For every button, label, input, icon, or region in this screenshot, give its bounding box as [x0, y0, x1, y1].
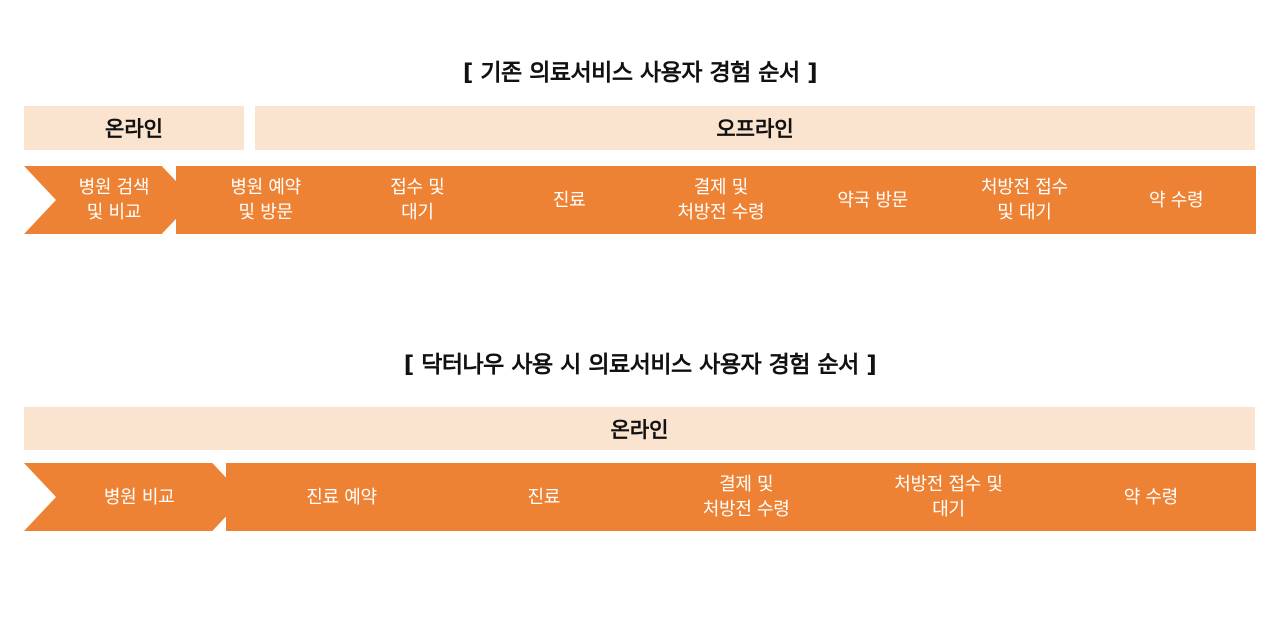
- flow-2-step-6-label: 약 수령: [1123, 486, 1179, 508]
- flow-2-step-3: 진료: [428, 463, 649, 531]
- flow-2-step-5-label: 처방전 접수 및 대기: [894, 474, 1003, 520]
- flow-1-step-8-label: 약 수령: [1149, 189, 1204, 211]
- flow-1-step-2-label: 병원 예약 및 방문: [230, 177, 301, 223]
- flow-diagram-1: 병원 검색 및 비교 병원 예약 및 방문 접수 및 대기 진료 결제 및 처방…: [24, 166, 1256, 234]
- flow-2-step-2: 진료 예약: [226, 463, 447, 531]
- flow-1-step-5-label: 결제 및 처방전 수령: [677, 177, 765, 223]
- flow-1-step-8: 약 수령: [1086, 166, 1256, 234]
- band-online-2: 온라인: [24, 407, 1255, 450]
- band-offline-1: 오프라인: [255, 106, 1255, 150]
- band-online-1: 온라인: [24, 106, 244, 150]
- flow-1-step-6: 약국 방문: [782, 166, 953, 234]
- flow-1-step-7: 처방전 접수 및 대기: [934, 166, 1105, 234]
- flow-2-step-1-label: 병원 비교: [103, 486, 175, 508]
- flow-2-step-2-label: 진료 예약: [306, 486, 377, 508]
- flow-1-step-3-label: 접수 및 대기: [390, 177, 445, 223]
- flow-2-step-4-label: 결제 및 처방전 수령: [702, 474, 790, 520]
- flow-2-step-4: 결제 및 처방전 수령: [631, 463, 852, 531]
- flow-diagram-2: 병원 비교 진료 예약 진료 결제 및 처방전 수령 처방전 접수 및 대기 약…: [24, 463, 1256, 531]
- flow-1-step-7-label: 처방전 접수 및 대기: [981, 177, 1068, 223]
- flow-1-step-1: 병원 검색 및 비교: [24, 166, 194, 234]
- flow-1-step-4: 진료: [479, 166, 649, 234]
- flow-2-step-6: 약 수령: [1035, 463, 1256, 531]
- flow-1-step-2: 병원 예약 및 방문: [175, 166, 346, 234]
- flow-1-step-6-label: 약국 방문: [837, 189, 908, 211]
- flow-2-step-3-label: 진료: [527, 486, 561, 508]
- flow-2-step-1: 병원 비교: [24, 463, 244, 531]
- flow-1-step-5: 결제 및 처방전 수령: [631, 166, 801, 234]
- flow-1-step-1-label: 병원 검색 및 비교: [78, 177, 150, 223]
- flow-1-step-4-label: 진료: [552, 189, 586, 211]
- flow-1-step-3: 접수 및 대기: [327, 166, 498, 234]
- flow-2-step-5: 처방전 접수 및 대기: [833, 463, 1054, 531]
- diagram-2-title: [ 닥터나우 사용 시 의료서비스 사용자 경험 순서 ]: [403, 352, 877, 378]
- diagram-1-title: [ 기존 의료서비스 사용자 경험 순서 ]: [462, 60, 818, 86]
